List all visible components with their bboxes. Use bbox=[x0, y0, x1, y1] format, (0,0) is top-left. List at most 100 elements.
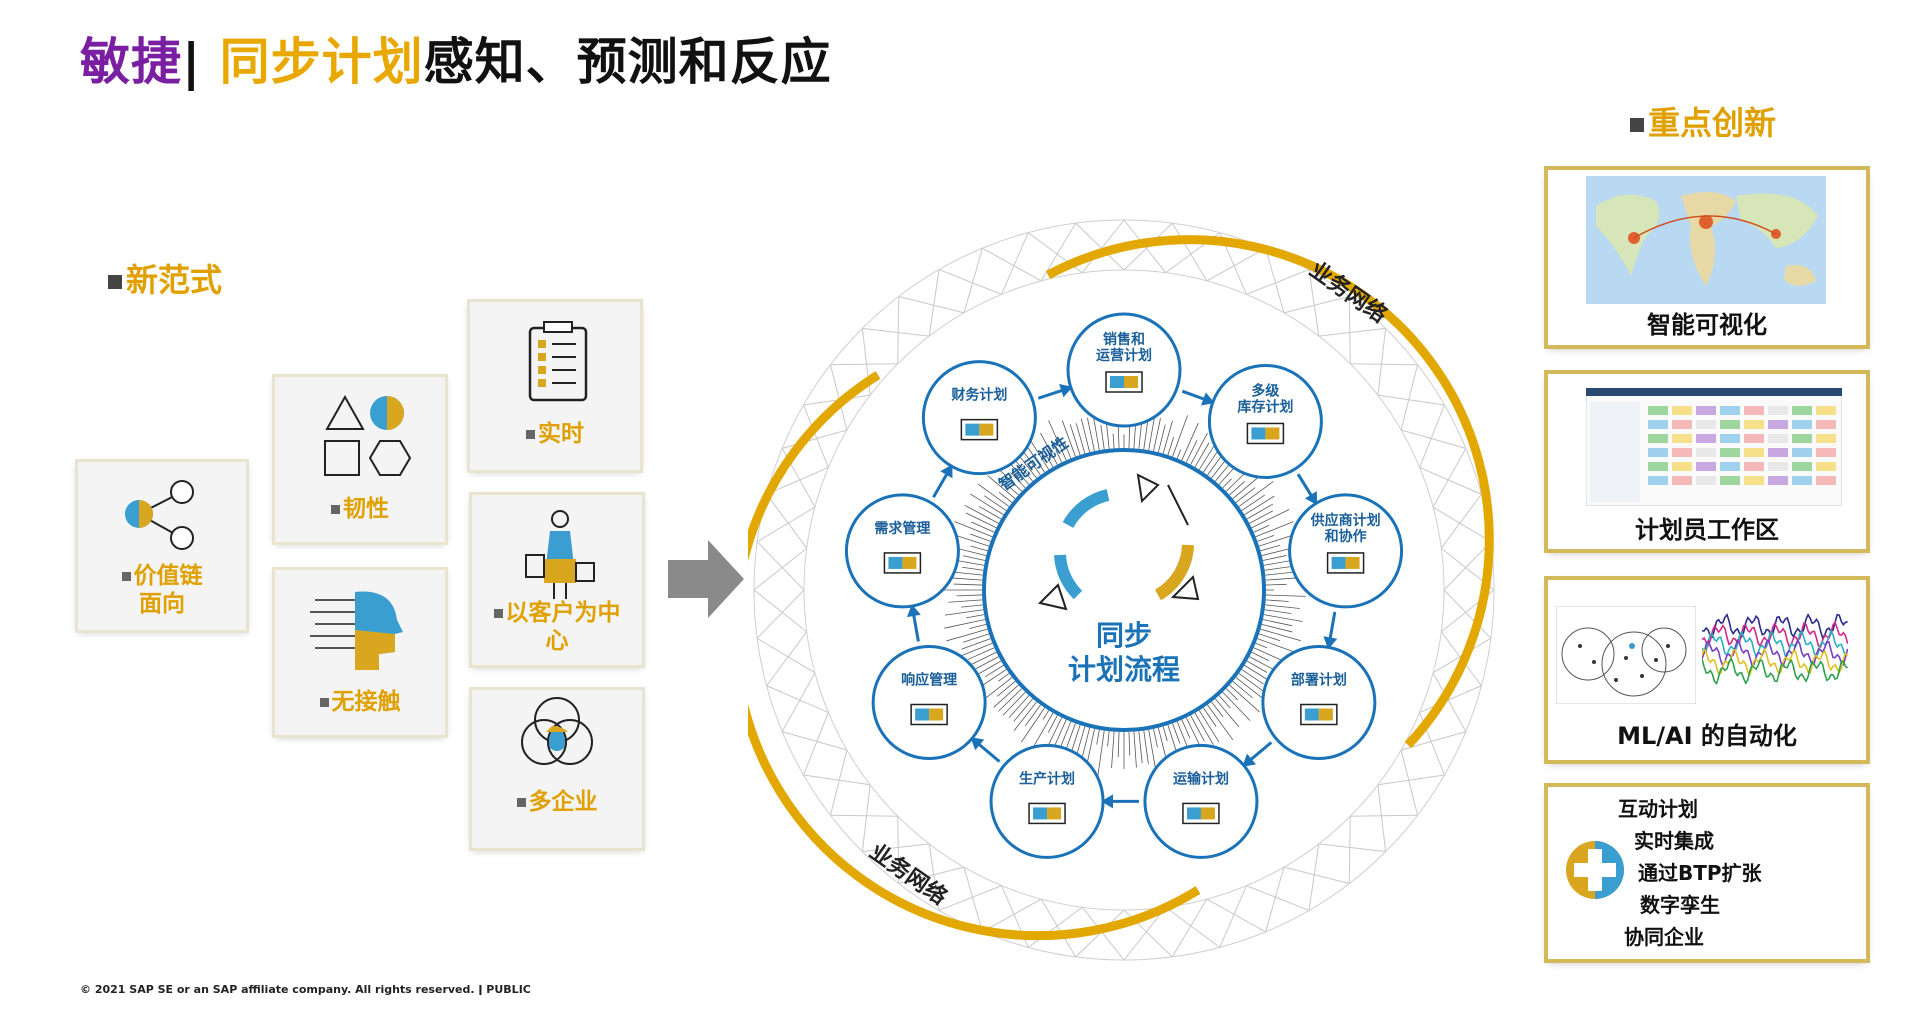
node-demand: 需求管理 bbox=[844, 493, 960, 609]
business-network-bottom-label: 业务网络 bbox=[865, 839, 952, 911]
new-paradigm-label: 新范式 bbox=[108, 255, 222, 301]
planning-nodes: 销售和运营计划多级库存计划供应商计划和协作部署计划运输计划生产计划响应管理需求管… bbox=[844, 312, 1404, 859]
node-transport: 运输计划 bbox=[1143, 743, 1259, 859]
node-label: 库存计划 bbox=[1237, 398, 1293, 415]
bullet-square-icon bbox=[108, 275, 122, 289]
workspace-screenshot-icon bbox=[1586, 388, 1842, 506]
innovation-text: 重点创新 bbox=[1648, 104, 1777, 142]
extension-list: 互动计划 实时集成 通过BTP扩张 数字孪生 协同企业 bbox=[1618, 793, 1762, 953]
flow-arrow bbox=[1247, 741, 1273, 763]
card-realtime-label: 实时 bbox=[470, 420, 640, 448]
title-part-sync-planning: 同步计划 bbox=[201, 33, 424, 91]
panel-ml-ai-label: ML/AI 的自动化 bbox=[1617, 722, 1797, 750]
node-icon bbox=[1326, 552, 1365, 574]
node-icon bbox=[1300, 703, 1338, 726]
node-production: 生产计划 bbox=[989, 743, 1105, 859]
node-label: 供应商计划 bbox=[1310, 512, 1381, 529]
title-separator: | bbox=[182, 33, 202, 91]
card-multi-enterprise: 多企业 bbox=[472, 690, 642, 848]
node-label: 财务计划 bbox=[950, 387, 1007, 404]
node-response: 响应管理 bbox=[871, 645, 987, 760]
list-item: 互动计划 bbox=[1618, 797, 1698, 821]
flow-arrow bbox=[975, 741, 1001, 763]
card-value-chain-label: 价值链 面向 bbox=[78, 562, 246, 618]
node-label: 运输计划 bbox=[1173, 770, 1229, 787]
card-value-chain: 价值链 面向 bbox=[78, 462, 246, 630]
card-customer-label: 以客户为中 心 bbox=[472, 599, 642, 655]
flow-arrow bbox=[911, 611, 920, 642]
list-item: 数字孪生 bbox=[1640, 893, 1720, 917]
flow-arrowhead bbox=[970, 737, 985, 751]
node-icon bbox=[910, 703, 948, 726]
flow-arrow bbox=[1037, 387, 1066, 400]
card-customer-centric: 以客户为中 心 bbox=[472, 495, 642, 665]
node-deploy: 部署计划 bbox=[1261, 645, 1377, 760]
ml-signal-chart-icon bbox=[1702, 606, 1848, 704]
panel-planner-workspace: 计划员工作区 bbox=[1548, 374, 1866, 549]
flow-arrow-icon bbox=[668, 540, 744, 618]
panel-smart-visualization-label: 智能可视化 bbox=[1647, 311, 1767, 339]
node-label: 需求管理 bbox=[874, 520, 930, 537]
visibility-spikes bbox=[942, 404, 1306, 776]
share-network-icon bbox=[125, 480, 194, 550]
node-label: 生产计划 bbox=[1019, 770, 1075, 787]
card-resilience-label: 韧性 bbox=[275, 495, 445, 523]
card-contactless: 无接触 bbox=[275, 570, 445, 735]
shopper-icon bbox=[525, 510, 595, 599]
panel-extension-list: 互动计划 实时集成 通过BTP扩张 数字孪生 协同企业 bbox=[1548, 787, 1866, 959]
world-map-icon bbox=[1586, 176, 1826, 304]
page-title: 敏捷| 同步计划感知、预测和反应 bbox=[80, 22, 832, 94]
flow-arrow bbox=[1296, 473, 1315, 500]
center-label-line1: 同步 bbox=[1096, 619, 1152, 652]
node-label: 销售和 bbox=[1103, 331, 1145, 348]
node-icon bbox=[1246, 422, 1285, 445]
list-item: 通过BTP扩张 bbox=[1638, 861, 1762, 885]
digital-head-icon bbox=[310, 591, 403, 670]
sync-planning-cycle: 同步 计划流程 智能可视性 业务网络 业务网络 销售和运营计划多级库存计划供应商… bbox=[748, 219, 1495, 961]
card-multi-enterprise-label: 多企业 bbox=[472, 788, 642, 816]
node-icon bbox=[1105, 371, 1143, 393]
node-icon bbox=[883, 552, 922, 574]
panel-ml-ai: ML/AI 的自动化 bbox=[1548, 580, 1866, 760]
card-contactless-label: 无接触 bbox=[275, 688, 445, 716]
flow-arrow bbox=[932, 470, 950, 498]
shapes-icon bbox=[324, 394, 412, 476]
sync-cycle-icon bbox=[1038, 473, 1200, 611]
node-finance: 财务计划 bbox=[921, 360, 1037, 476]
venn-icon bbox=[521, 697, 593, 765]
clipboard-checklist-icon bbox=[528, 321, 588, 402]
business-network-lattice bbox=[753, 219, 1495, 961]
node-label: 响应管理 bbox=[901, 672, 957, 689]
flow-arrowhead bbox=[940, 464, 953, 479]
flow-arrowhead bbox=[1101, 794, 1114, 809]
node-label: 运营计划 bbox=[1096, 347, 1152, 364]
title-part-sense: 感知、预测和反应 bbox=[423, 33, 832, 91]
center-label-line2: 计划流程 bbox=[1068, 653, 1180, 686]
flow-arrow bbox=[1181, 389, 1208, 402]
flow-arrowhead bbox=[1323, 636, 1338, 650]
node-label: 部署计划 bbox=[1291, 672, 1347, 689]
innovation-label: 重点创新 bbox=[1630, 98, 1776, 144]
node-icon bbox=[1182, 802, 1220, 825]
cluster-chart-icon bbox=[1556, 606, 1696, 704]
flow-arrowhead bbox=[906, 604, 921, 618]
node-icon bbox=[960, 418, 999, 441]
card-realtime: 实时 bbox=[470, 302, 640, 470]
card-resilience: 韧性 bbox=[275, 377, 445, 542]
node-label: 多级 bbox=[1251, 382, 1280, 399]
copyright-footer: © 2021 SAP SE or an SAP affiliate compan… bbox=[80, 983, 531, 996]
panel-smart-visualization: 智能可视化 bbox=[1548, 170, 1866, 345]
list-item: 实时集成 bbox=[1634, 829, 1714, 853]
list-item: 协同企业 bbox=[1624, 925, 1704, 949]
flow-arrowhead bbox=[1242, 753, 1257, 767]
node-icon bbox=[1028, 802, 1066, 825]
gold-arc-top bbox=[1045, 235, 1494, 749]
bullet-square-icon bbox=[1630, 118, 1644, 132]
panel-planner-workspace-label: 计划员工作区 bbox=[1635, 516, 1779, 544]
plus-badge-icon bbox=[1566, 841, 1624, 899]
flow-arrowhead bbox=[1304, 491, 1318, 506]
inner-circle bbox=[982, 448, 1266, 732]
